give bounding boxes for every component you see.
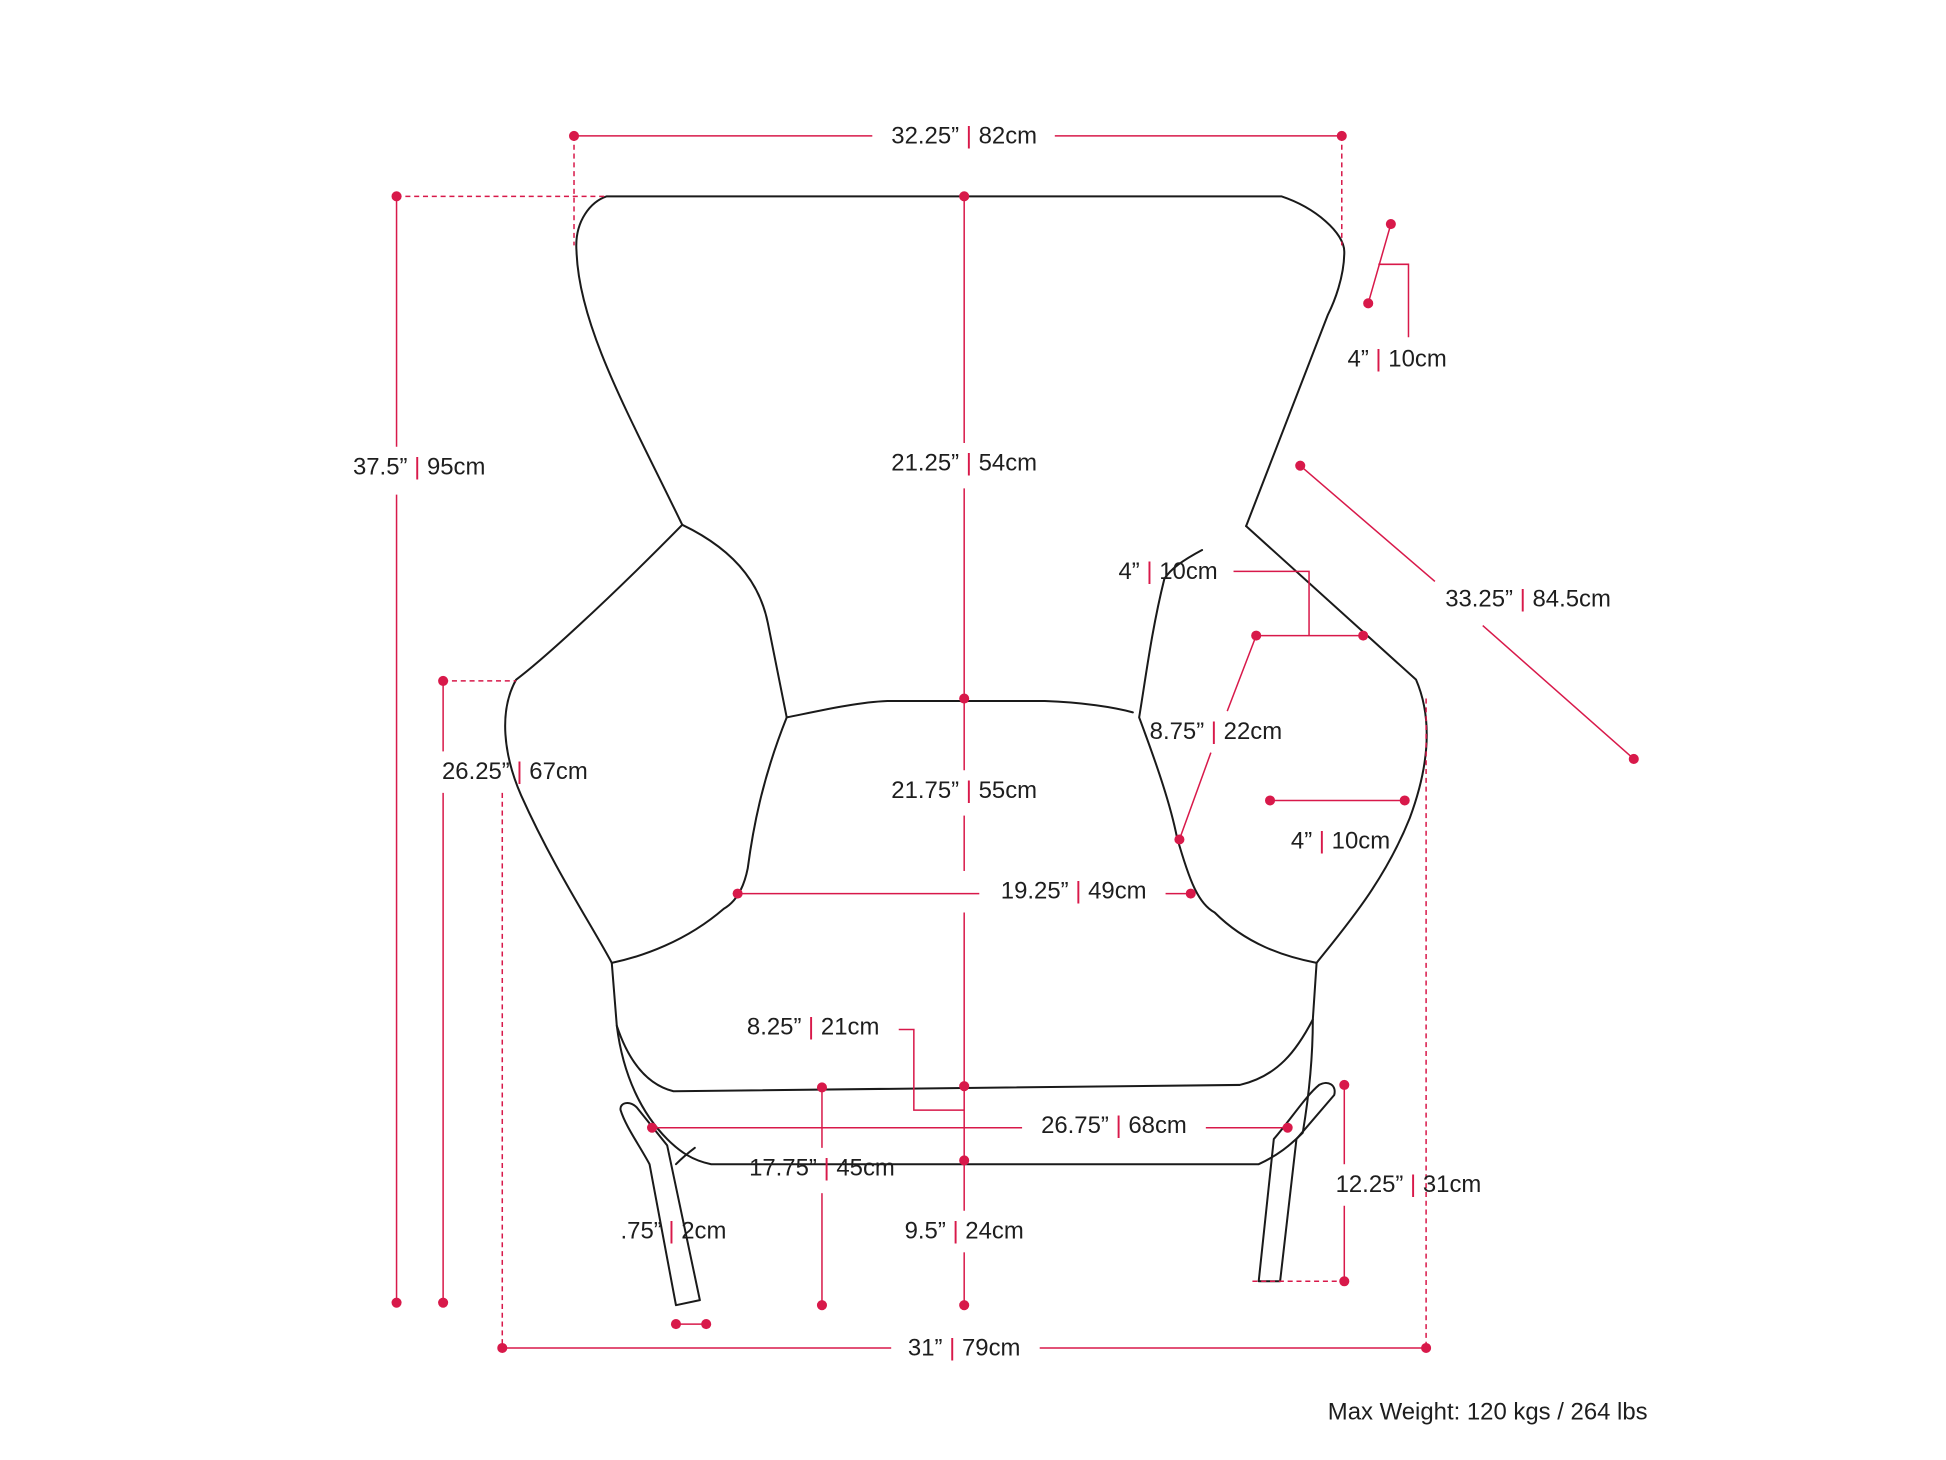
label-cushion: 8.25” | 21cm [747, 1014, 879, 1041]
label-seat-width: 19.25” | 49cm [1001, 878, 1147, 905]
label-leg-width: .75” | 2cm [621, 1217, 727, 1244]
label-overall-depth: 31” | 79cm [908, 1335, 1021, 1362]
label-leg-height: 12.25” | 31cm [1336, 1171, 1482, 1198]
chair-outline [504, 195, 1428, 1307]
label-arm-height-total: 26.25” | 67cm [442, 758, 588, 785]
dimension-labels: 32.25” | 82cm 4” | 10cm 37.5” | 95cm 21.… [353, 122, 1648, 1425]
label-wing-depth: 4” | 10cm [1348, 345, 1447, 372]
label-arm-depth: 8.75” | 22cm [1150, 718, 1282, 745]
label-arm-top: 4” | 10cm [1118, 558, 1217, 585]
label-seat-height: 17.75” | 45cm [749, 1155, 895, 1182]
label-leg-span: 26.75” | 68cm [1041, 1112, 1187, 1139]
label-overall-height: 37.5” | 95cm [353, 454, 485, 481]
label-seat-to-back: 21.75” | 55cm [891, 777, 1037, 804]
label-clearance: 9.5” | 24cm [905, 1217, 1024, 1244]
label-back-diagonal: 33.25” | 84.5cm [1445, 586, 1611, 613]
label-back-height: 21.25” | 54cm [891, 450, 1037, 477]
dimension-lines [391, 130, 1639, 1354]
max-weight-note: Max Weight: 120 kgs / 264 lbs [1328, 1399, 1648, 1426]
label-arm-width: 4” | 10cm [1291, 827, 1390, 854]
label-overall-width: 32.25” | 82cm [891, 122, 1037, 149]
